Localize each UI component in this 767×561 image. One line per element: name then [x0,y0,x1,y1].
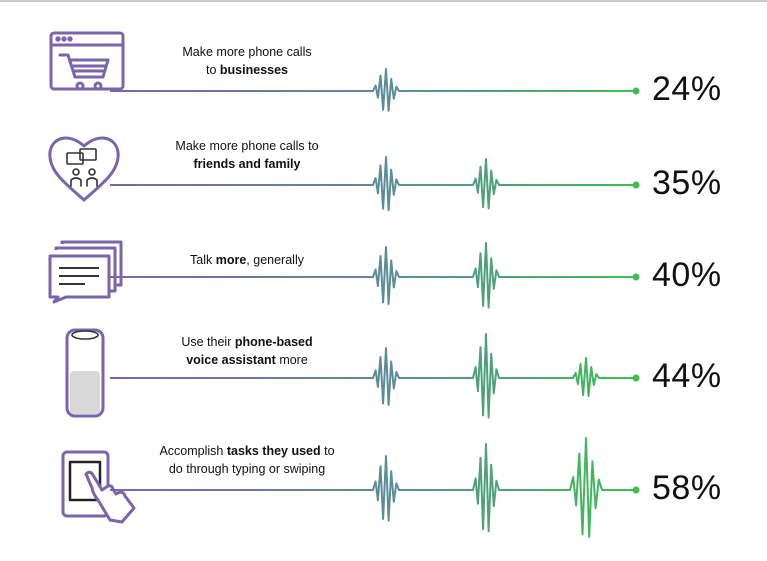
heartbeat-lines [110,68,640,538]
smart-speaker-icon [65,328,105,418]
top-divider [0,0,767,2]
row-label-3: Talk more, generally [147,251,347,269]
value-label-5: 58% [652,469,722,507]
value-label-1: 24% [652,70,722,108]
message-stack-icon [48,240,123,304]
row-label-4: Use their phone-based voice assistant mor… [147,333,347,369]
label-fragment: to [206,63,220,77]
heartbeat-line-3 [110,242,636,309]
label-fragment: more [215,253,247,267]
row-label-2: Make more phone calls to friends and fami… [147,137,347,173]
label-fragment: to [320,444,335,458]
label-fragment: Make more phone calls to [175,139,319,153]
label-fragment: phone-based [234,335,313,349]
line-end-dot-1 [632,87,640,95]
label-fragment: more [275,353,308,367]
label-fragment: friends and family [193,157,301,171]
value-label-4: 44% [652,357,722,395]
label-fragment: Accomplish [159,444,227,458]
line-end-dot-2 [632,181,640,189]
heartbeat-line-5 [110,437,636,538]
label-fragment: Talk [190,253,216,267]
heartbeat-line-1 [110,68,636,112]
line-end-dot-4 [632,374,640,382]
label-fragment: , generally [246,253,304,267]
label-fragment: tasks they used [226,444,321,458]
label-fragment: Make more phone calls [182,45,312,59]
line-end-dot-5 [632,486,640,494]
row-label-5: Accomplish tasks they used to do through … [147,442,347,478]
value-label-3: 40% [652,256,722,294]
shopping-cart-browser-icon [49,31,125,91]
heart-chat-people-icon [48,136,120,202]
label-fragment: Use their [181,335,235,349]
tablet-touch-hand-icon [61,450,136,524]
heartbeat-line-4 [110,333,636,419]
line-end-dot-3 [632,273,640,281]
value-label-2: 35% [652,164,722,202]
label-fragment: do through typing or swiping [168,462,326,476]
label-fragment: businesses [219,63,288,77]
label-fragment: voice assistant [186,353,276,367]
heartbeat-line-2 [110,156,636,212]
row-label-1: Make more phone calls to businesses [147,43,347,79]
